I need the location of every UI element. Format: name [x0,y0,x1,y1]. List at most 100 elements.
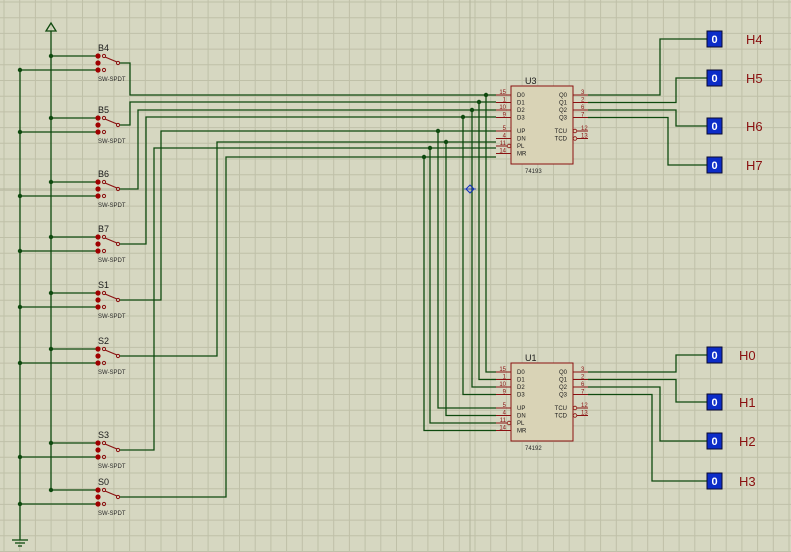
pin-number: 2 [581,98,585,104]
pin-number: 12 [581,126,588,132]
pin-name: D1 [517,378,525,384]
pin-name: Q3 [559,393,568,399]
pin-number: 7 [581,390,585,396]
switch-type: SW-SPDT [98,139,126,145]
pin-number: 11 [500,141,507,147]
pin-name: D2 [517,108,525,114]
pin-name: D2 [517,385,525,391]
pin-number: 5 [503,126,507,132]
switch-label: B7 [98,224,109,234]
switch-type: SW-SPDT [98,314,126,320]
pin-number: 13 [581,134,588,140]
pin-name: DN [517,137,526,143]
probe-h6[interactable]: 0 H6 [706,117,763,135]
switch-group: B4SW-SPDTB5SW-SPDTB6SW-SPDTB7SW-SPDTS1SW… [17,43,126,517]
pin-number: 1 [503,375,507,381]
pin-number: 4 [503,411,507,417]
pin-name: PL [517,144,525,150]
pin-name: D1 [517,101,525,107]
pin-number: 11 [500,418,507,424]
pin-name: D0 [517,93,525,99]
pin-number: 10 [499,105,506,111]
switch-type: SW-SPDT [98,511,126,517]
pin-number: 3 [581,90,585,96]
pin-name: Q2 [559,385,568,391]
chip-name: U1 [525,353,537,363]
switch-label: S2 [98,336,109,346]
pin-number: 12 [581,403,588,409]
switch-label: B4 [98,43,109,53]
probe-label: H5 [746,71,763,86]
probe-label: H0 [739,348,756,363]
switch-label: B5 [98,105,109,115]
ground-terminal[interactable] [12,537,28,547]
pin-number: 13 [581,411,588,417]
switch-label: B6 [98,169,109,179]
switch-label: S0 [98,477,109,487]
probe-label: H1 [739,395,756,410]
pin-name: MR [517,152,527,158]
pin-number: 9 [503,390,507,396]
probe-h4[interactable]: 0 H4 [706,30,763,48]
wires [120,38,707,498]
chip-type: 74192 [525,446,542,452]
pin-number: 10 [499,382,506,388]
pin-name: Q1 [559,101,568,107]
pin-number: 15 [499,367,506,373]
probe-label: H6 [746,119,763,134]
pin-name: D0 [517,370,525,376]
switch-label: S1 [98,280,109,290]
pin-number: 5 [503,403,507,409]
pin-name: Q3 [559,116,568,122]
pin-number: 14 [499,426,506,432]
pin-name: PL [517,421,525,427]
probe-label: H4 [746,32,763,47]
probe-value: 0 [711,121,717,133]
power-terminal[interactable] [44,21,58,34]
chip-type: 74193 [525,169,542,175]
switch-type: SW-SPDT [98,370,126,376]
pin-name: DN [517,414,526,420]
pin-name: TCU [555,129,567,135]
pin-number: 6 [581,382,585,388]
chip-name: U3 [525,76,537,86]
pin-number: 7 [581,113,585,119]
pin-name: D3 [517,393,525,399]
pin-number: 15 [499,90,506,96]
pin-name: TCU [555,406,567,412]
probe-value: 0 [711,34,717,46]
probe-label: H7 [746,158,763,173]
pin-number: 1 [503,98,507,104]
pin-number: 4 [503,134,507,140]
pin-number: 6 [581,105,585,111]
pin-name: Q0 [559,370,568,376]
probe-value: 0 [711,73,717,85]
probe-h2[interactable]: 0 H2 [706,432,756,450]
switch-type: SW-SPDT [98,464,126,470]
probe-value: 0 [711,436,717,448]
switch-type: SW-SPDT [98,258,126,264]
pin-name: MR [517,429,527,435]
probe-h5[interactable]: 0 H5 [706,69,763,87]
pin-name: TCD [555,414,568,420]
probe-label: H2 [739,434,756,449]
